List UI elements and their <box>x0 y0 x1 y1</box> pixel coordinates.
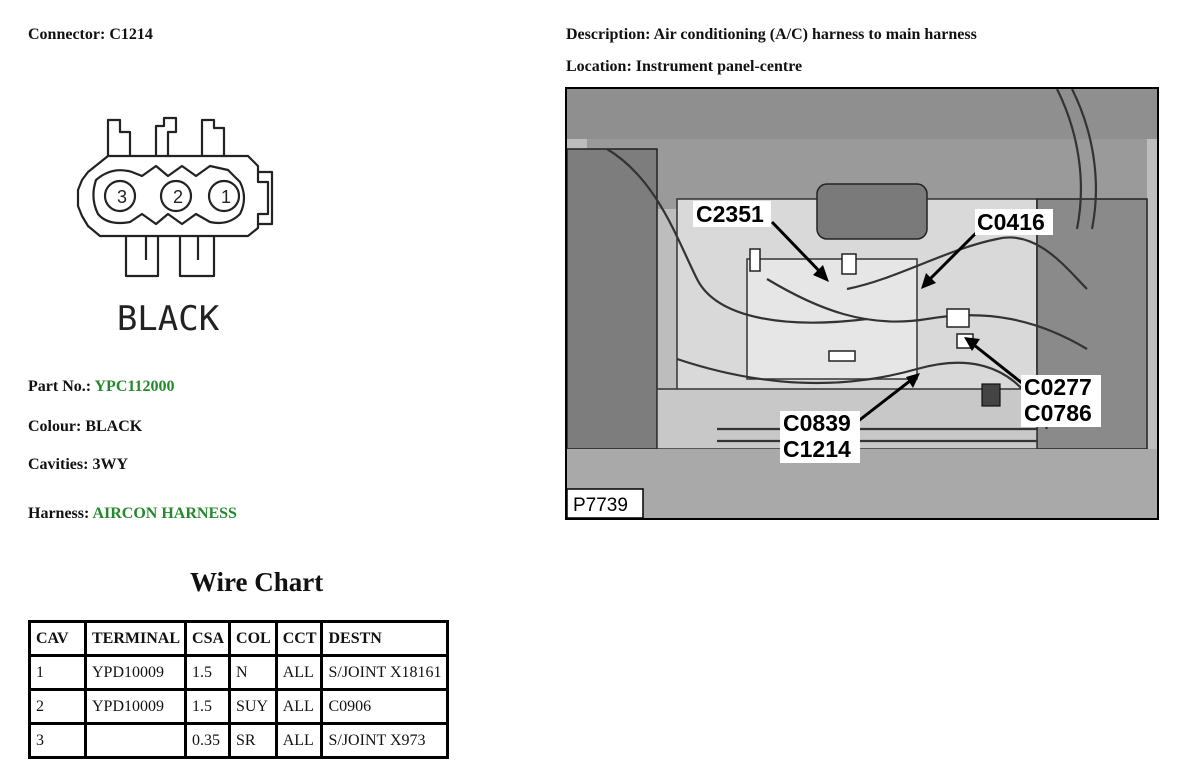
cell-destn: S/JOINT X973 <box>320 722 449 759</box>
cell-terminal <box>83 722 188 759</box>
cavity-3 <box>103 179 137 213</box>
cell-cav: 3 <box>28 722 87 759</box>
cell-csa: 0.35 <box>184 722 232 759</box>
drawing-colour-caption: BLACK <box>117 299 220 339</box>
cavity-number-1: 1 <box>221 187 231 207</box>
colour-value: BLACK <box>85 418 143 435</box>
cavities-line: Cavities: 3WY <box>28 456 128 474</box>
cavities-label: Cavities: <box>28 456 89 473</box>
header-col: COL <box>228 620 278 657</box>
connector-value: C1214 <box>109 26 153 43</box>
part-no-line: Part No.: YPC112000 <box>28 378 175 396</box>
cavities-value: 3WY <box>92 456 128 473</box>
cavity-2 <box>159 179 193 213</box>
cell-destn: C0906 <box>320 688 449 725</box>
picture-code: P7739 <box>573 495 628 516</box>
location-photo-illustration: C2351 C0416 C0277 C0786 C0839 C1214 P773… <box>567 89 1157 518</box>
connector-label: Connector: <box>28 26 106 43</box>
cell-cct: ALL <box>274 654 324 691</box>
connector-face-drawing: 3 2 1 BLACK <box>76 116 274 339</box>
description-label: Description: <box>566 26 651 43</box>
header-destn: DESTN <box>320 620 449 657</box>
callout-c0416: C0416 <box>977 209 1045 235</box>
description-value: Air conditioning (A/C) harness to main h… <box>653 26 977 43</box>
cell-cav: 1 <box>28 654 87 691</box>
description-line: Description: Air conditioning (A/C) harn… <box>566 26 977 44</box>
cell-col: N <box>228 654 278 691</box>
harness-label: Harness: <box>28 505 90 522</box>
cell-cct: ALL <box>274 688 324 725</box>
table-header-row: CAV TERMINAL CSA COL CCT DESTN <box>28 620 449 657</box>
callout-c1214: C1214 <box>783 436 851 462</box>
table-row: 1 YPD10009 1.5 N ALL S/JOINT X18161 <box>28 654 449 691</box>
callout-c0839: C0839 <box>783 410 851 436</box>
header-terminal: TERMINAL <box>83 620 188 657</box>
callout-c0786: C0786 <box>1024 400 1092 426</box>
callout-c0277: C0277 <box>1024 374 1092 400</box>
location-label: Location: <box>566 58 632 75</box>
location-photo: C2351 C0416 C0277 C0786 C0839 C1214 P773… <box>565 87 1159 520</box>
cavity-1 <box>207 179 241 213</box>
cell-terminal: YPD10009 <box>83 654 188 691</box>
harness-value: AIRCON HARNESS <box>92 505 237 522</box>
colour-line: Colour: BLACK <box>28 418 142 436</box>
colour-label: Colour: <box>28 418 82 435</box>
cell-csa: 1.5 <box>184 688 232 725</box>
cavity-number-3: 3 <box>117 187 127 207</box>
table-row: 3 0.35 SR ALL S/JOINT X973 <box>28 722 449 759</box>
header-cct: CCT <box>274 620 324 657</box>
part-no-value: YPC112000 <box>94 378 175 395</box>
harness-line: Harness: AIRCON HARNESS <box>28 505 237 523</box>
callout-c2351: C2351 <box>696 201 764 227</box>
cell-col: SR <box>228 722 278 759</box>
table-row: 2 YPD10009 1.5 SUY ALL C0906 <box>28 688 449 725</box>
wire-chart-table: CAV TERMINAL CSA COL CCT DESTN 1 YPD1000… <box>28 620 449 759</box>
location-line: Location: Instrument panel-centre <box>566 58 802 76</box>
header-cav: CAV <box>28 620 87 657</box>
cell-terminal: YPD10009 <box>83 688 188 725</box>
part-no-label: Part No.: <box>28 378 92 395</box>
connector-heading: Connector: C1214 <box>28 26 153 44</box>
cell-col: SUY <box>228 688 278 725</box>
cell-csa: 1.5 <box>184 654 232 691</box>
wire-chart-title: Wire Chart <box>190 567 324 597</box>
cell-cav: 2 <box>28 688 87 725</box>
cavity-number-2: 2 <box>173 187 183 207</box>
location-value: Instrument panel-centre <box>635 58 803 75</box>
header-csa: CSA <box>184 620 232 657</box>
cell-cct: ALL <box>274 722 324 759</box>
cell-destn: S/JOINT X18161 <box>320 654 449 691</box>
